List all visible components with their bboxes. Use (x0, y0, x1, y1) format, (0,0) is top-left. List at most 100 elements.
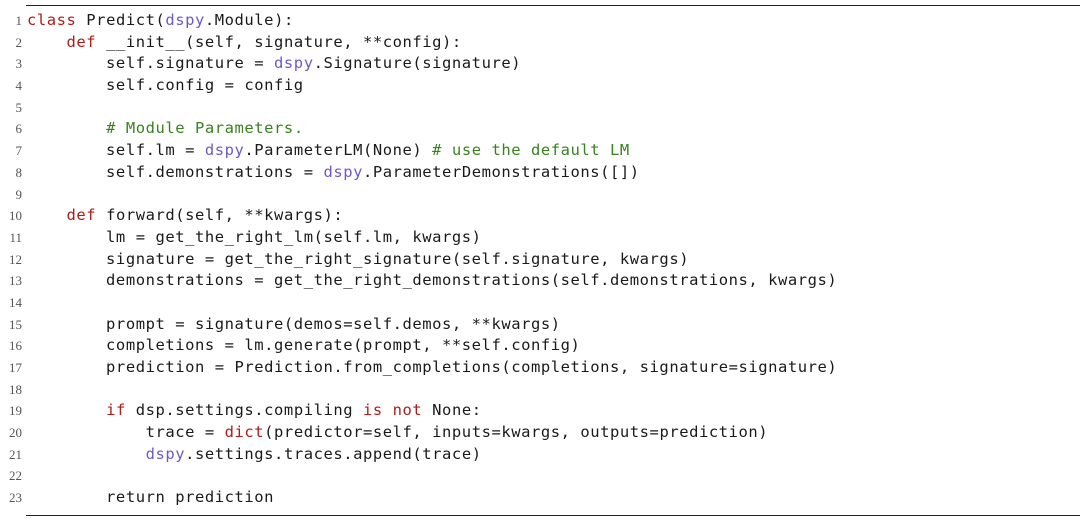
line-number: 9 (15, 186, 23, 202)
code-token: None: (422, 401, 482, 420)
code-line: 18 (0, 379, 1080, 401)
code-text: self.config = config (27, 75, 304, 97)
code-line: 1 class Predict(dspy.Module): (0, 10, 1080, 32)
code-token: self.config = config (27, 76, 304, 95)
keyword-token: is not (363, 401, 423, 420)
code-token: lm = get_the_right_lm(self.lm, kwargs) (27, 227, 482, 246)
code-token: __init__(self, signature, **config): (96, 32, 462, 51)
line-number: 22 (9, 468, 22, 484)
code-token: trace = (27, 423, 225, 442)
module-token: dspy (145, 444, 186, 463)
keyword-token: def (66, 206, 97, 225)
code-text: if dsp.settings.compiling is not None: (27, 400, 482, 422)
code-token (27, 119, 106, 137)
code-line: 16 completions = lm.generate(prompt, **s… (0, 335, 1080, 357)
module-token: dspy (274, 54, 314, 73)
code-text: lm = get_the_right_lm(self.lm, kwargs) (27, 227, 482, 249)
code-line: 17 prediction = Prediction.from_completi… (0, 357, 1080, 379)
code-token: dsp.settings.compiling (125, 401, 363, 420)
line-number: 14 (9, 294, 22, 310)
code-line: 23 return prediction (0, 487, 1080, 509)
code-token: .ParameterLM(None) (244, 141, 433, 160)
code-token: self.lm = (27, 141, 205, 160)
module-token: dspy (204, 141, 245, 160)
line-number: 8 (15, 164, 23, 180)
code-text: self.lm = dspy.ParameterLM(None) # use t… (27, 140, 630, 162)
code-line: 12 signature = get_the_right_signature(s… (0, 249, 1080, 271)
code-line: 19 if dsp.settings.compiling is not None… (0, 400, 1080, 422)
code-token: prompt = signature(demos=self.demos, **k… (27, 314, 561, 333)
code-token: .settings.traces.append(trace) (185, 444, 482, 463)
code-text: demonstrations = get_the_right_demonstra… (27, 270, 837, 292)
code-token: Predict( (76, 11, 166, 29)
line-number: 18 (9, 381, 22, 397)
keyword-token: dict (224, 423, 265, 442)
code-text: self.demonstrations = dspy.ParameterDemo… (27, 162, 640, 184)
line-number: 13 (9, 273, 22, 289)
code-token (27, 445, 146, 463)
code-token: .Signature(signature) (313, 54, 522, 73)
code-token (27, 401, 106, 419)
line-number: 23 (9, 490, 22, 506)
code-line: 22 (0, 465, 1080, 487)
code-token (27, 206, 67, 224)
code-token: .ParameterDemonstrations([]) (363, 162, 640, 181)
line-number: 12 (9, 251, 22, 267)
code-token: signature = get_the_right_signature(self… (27, 249, 690, 268)
line-number: 2 (15, 34, 23, 50)
keyword-token: def (66, 32, 97, 51)
line-number: 10 (9, 208, 22, 224)
code-token: forward(self, **kwargs): (96, 206, 344, 225)
code-token: demonstrations = get_the_right_demonstra… (27, 271, 838, 290)
code-line: 8 self.demonstrations = dspy.ParameterDe… (0, 162, 1080, 184)
code-line: 6 # Module Parameters. (0, 118, 1080, 140)
code-line: 3 self.signature = dspy.Signature(signat… (0, 53, 1080, 75)
comment-token: # use the default LM (432, 141, 630, 160)
code-token: .Module): (204, 11, 294, 29)
code-line: 11 lm = get_the_right_lm(self.lm, kwargs… (0, 227, 1080, 249)
line-number: 7 (15, 143, 23, 159)
line-number: 6 (15, 121, 23, 137)
code-line: 13 demonstrations = get_the_right_demons… (0, 270, 1080, 292)
code-text: def __init__(self, signature, **config): (27, 32, 462, 54)
code-token: prediction = Prediction.from_completions… (27, 358, 838, 376)
code-lines: 1 class Predict(dspy.Module):2 def __init… (0, 10, 1080, 509)
line-number: 11 (9, 229, 22, 245)
keyword-token: if (106, 401, 126, 420)
bottom-rule (26, 515, 1080, 516)
code-line: 10 def forward(self, **kwargs): (0, 205, 1080, 227)
line-number: 19 (9, 403, 22, 419)
line-number: 21 (9, 446, 22, 462)
line-number: 15 (9, 316, 22, 332)
line-number: 3 (15, 56, 23, 72)
code-token: completions = lm.generate(prompt, **self… (27, 336, 581, 355)
code-line: 5 (0, 97, 1080, 119)
code-line: 4 self.config = config (0, 75, 1080, 97)
code-line: 20 trace = dict(predictor=self, inputs=k… (0, 422, 1080, 444)
code-text: dspy.settings.traces.append(trace) (27, 444, 482, 466)
code-line: 9 (0, 184, 1080, 206)
code-text: class Predict(dspy.Module): (27, 10, 294, 32)
line-number: 20 (9, 425, 22, 441)
module-token: dspy (165, 11, 205, 29)
code-line: 7 self.lm = dspy.ParameterLM(None) # use… (0, 140, 1080, 162)
code-line: 21 dspy.settings.traces.append(trace) (0, 444, 1080, 466)
line-number: 1 (15, 13, 23, 28)
module-token: dspy (323, 162, 363, 181)
line-number: 5 (15, 99, 23, 115)
code-line: 2 def __init__(self, signature, **config… (0, 32, 1080, 54)
code-text: prompt = signature(demos=self.demos, **k… (27, 314, 561, 336)
code-token: self.signature = (27, 54, 275, 73)
code-token (27, 33, 67, 51)
comment-token: # Module Parameters. (106, 119, 304, 138)
code-text: signature = get_the_right_signature(self… (27, 249, 689, 271)
code-text: self.signature = dspy.Signature(signatur… (27, 53, 521, 75)
code-text: prediction = Prediction.from_completions… (27, 357, 837, 379)
code-text: completions = lm.generate(prompt, **self… (27, 335, 580, 357)
line-number: 4 (15, 78, 23, 94)
code-token: self.demonstrations = (27, 162, 324, 181)
code-text: trace = dict(predictor=self, inputs=kwar… (27, 422, 768, 444)
code-line: 15 prompt = signature(demos=self.demos, … (0, 314, 1080, 336)
top-rule (26, 5, 1080, 6)
